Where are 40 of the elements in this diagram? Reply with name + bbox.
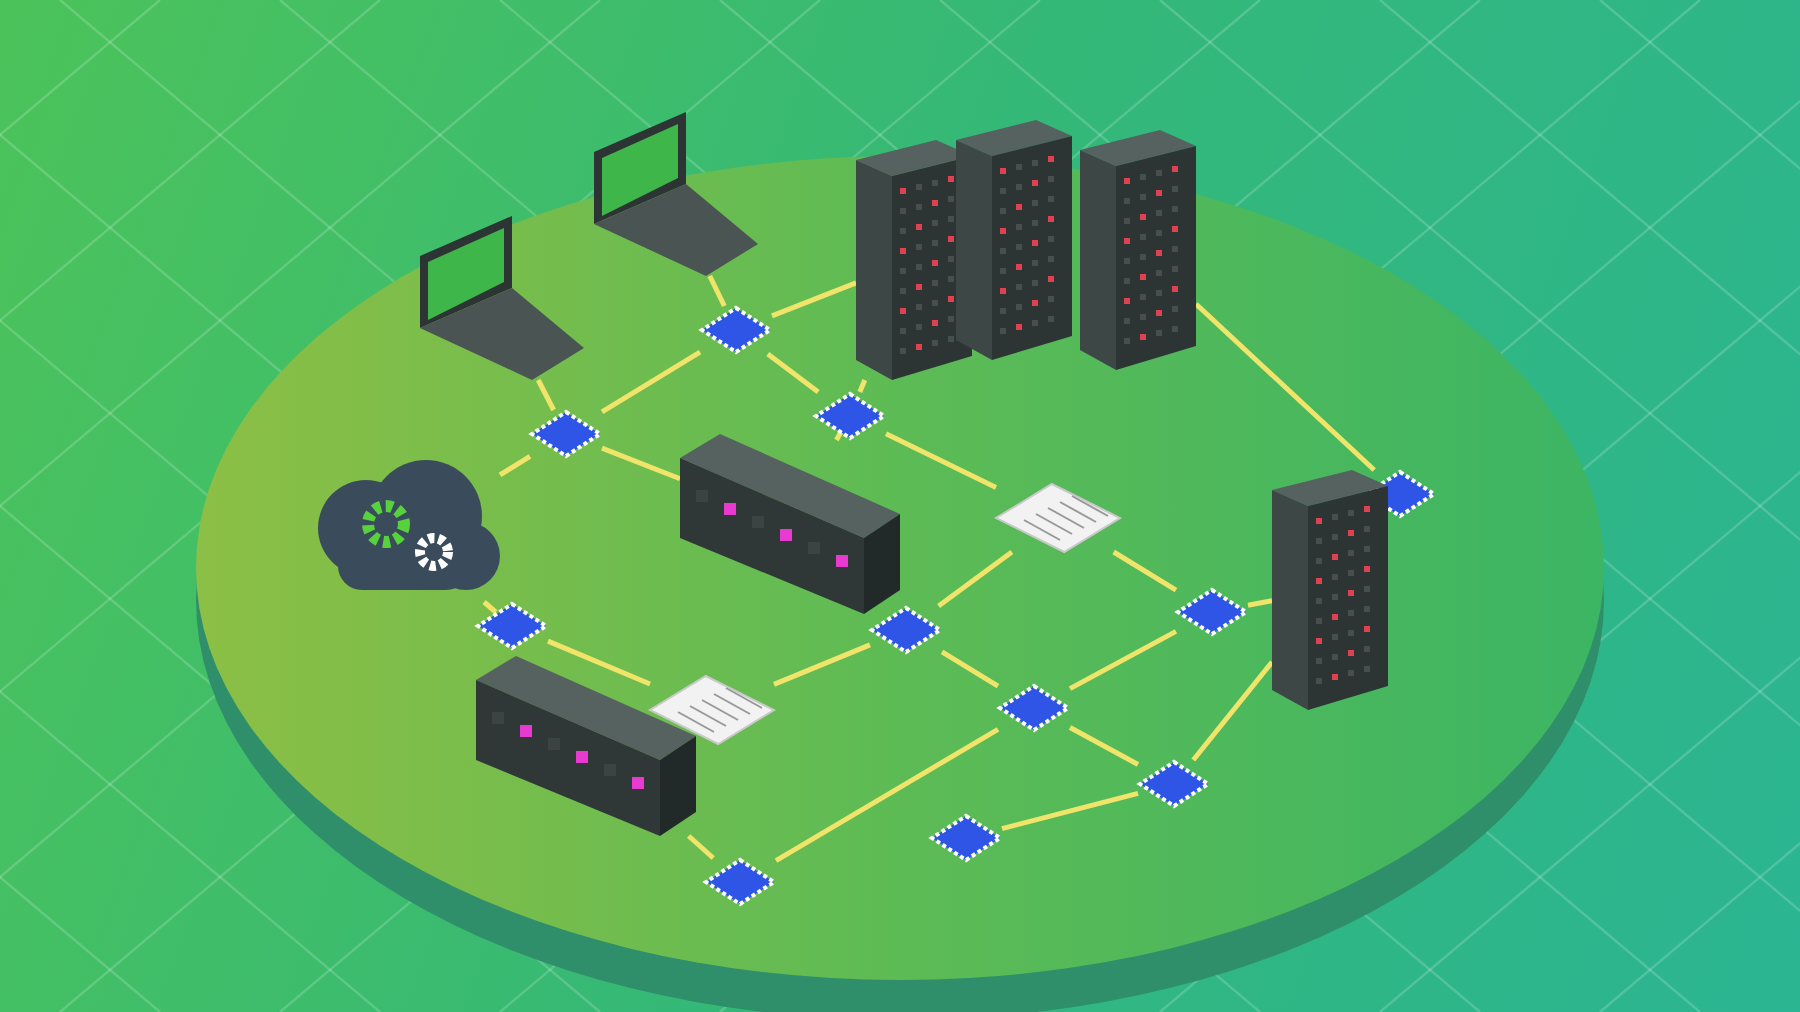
chip-icon (1176, 588, 1248, 636)
chip-icon (870, 606, 942, 654)
connector-line (687, 834, 715, 860)
connector-line (482, 600, 498, 614)
server-rack-icon (1272, 470, 1388, 710)
connector-line (498, 454, 532, 478)
connector-line (773, 642, 871, 687)
server-rack-icon (1080, 130, 1196, 370)
chip-icon (704, 858, 776, 906)
document-icon (650, 676, 774, 744)
connector-line (1068, 629, 1178, 691)
connector-line (884, 431, 998, 490)
connector-line (600, 349, 702, 415)
connector-line (707, 274, 727, 308)
chip-icon (476, 602, 548, 650)
chip-icon (998, 684, 1070, 732)
connector-line (547, 638, 651, 687)
connector-line (1194, 302, 1376, 472)
chip-icon (700, 306, 772, 354)
connector-line (857, 379, 868, 393)
connector-line (766, 352, 820, 394)
connector-line (1112, 549, 1178, 593)
chip-icon (814, 392, 886, 440)
chip-icon (530, 410, 602, 458)
connector-line (771, 280, 857, 319)
connector-line (1001, 790, 1139, 832)
server-unit-icon (680, 430, 900, 614)
connector-line (774, 727, 1000, 863)
document-icon (996, 484, 1120, 552)
chip-icon (930, 814, 1002, 862)
connector-line (1191, 660, 1274, 762)
connector-line (1068, 725, 1140, 767)
connector-line (940, 649, 1000, 689)
server-unit-icon (476, 652, 696, 836)
connector-line (536, 378, 556, 412)
server-rack-icon (956, 120, 1072, 360)
chip-icon (1138, 760, 1210, 808)
connector-line (937, 550, 1014, 608)
connector-line (1247, 598, 1273, 608)
connector-line (601, 445, 681, 482)
